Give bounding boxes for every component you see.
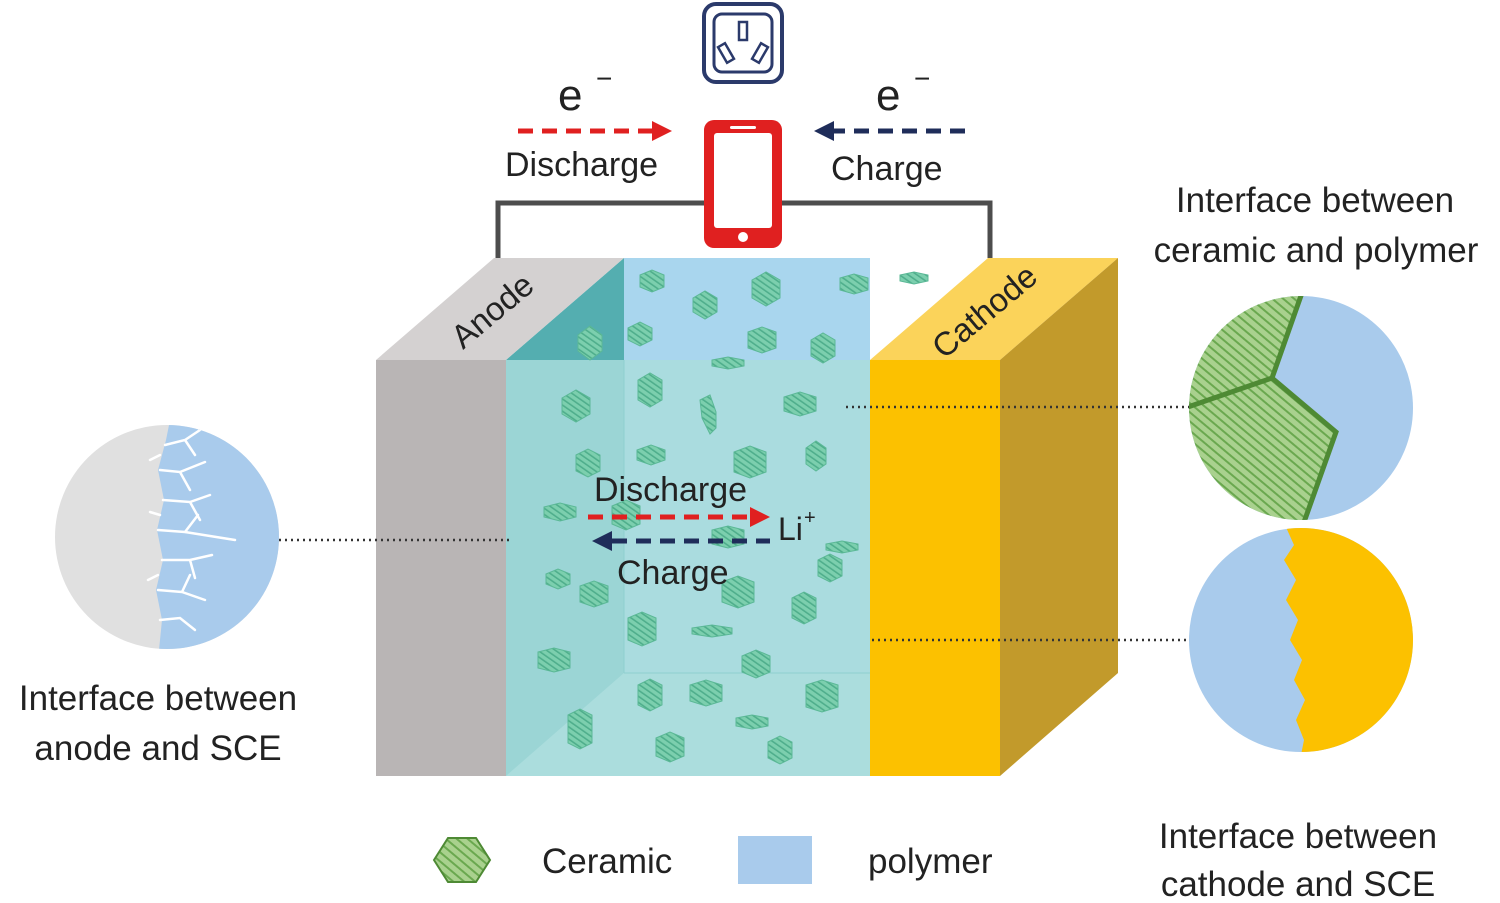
- callout-lines: [279, 405, 1189, 642]
- cathode-sce-interface-circle: [1189, 528, 1413, 752]
- anode-front-face: [376, 360, 506, 776]
- electron-label-right: e: [876, 71, 900, 120]
- cathode-interface-caption: Interface between cathode and SCE: [1159, 817, 1437, 903]
- ion-flow: Discharge Li + Charge: [588, 471, 816, 592]
- ceramic-particles: [537, 269, 929, 765]
- ceramic-legend-icon: [432, 837, 492, 883]
- ceramic-legend-label: Ceramic: [542, 842, 672, 881]
- anode-sce-interface-circle: [55, 425, 279, 649]
- ceramic-interface-caption: Interface between ceramic and polymer: [1154, 181, 1479, 270]
- anode-interface-line2: anode and SCE: [34, 729, 281, 768]
- ceramic-interface-line1: Interface between: [1176, 181, 1454, 220]
- power-outlet-icon: [702, 2, 784, 84]
- electron-sup-right: −: [914, 63, 930, 94]
- ion-charge-label: Charge: [617, 554, 729, 592]
- cathode-interface-line2: cathode and SCE: [1161, 865, 1435, 903]
- charge-label-top: Charge: [831, 150, 943, 188]
- ion-discharge-label: Discharge: [594, 471, 747, 509]
- cathode-front-face: [870, 360, 1000, 776]
- discharge-label-top: Discharge: [505, 146, 658, 184]
- battery-cell: Anode Cathode Discharge Li + Charge: [376, 257, 1118, 776]
- smartphone-icon: [704, 120, 782, 248]
- circuit-wire: [495, 200, 993, 258]
- anode-interface-line1: Interface between: [19, 679, 297, 718]
- ion-sup: +: [804, 507, 816, 529]
- cathode-interface-line1: Interface between: [1159, 817, 1437, 856]
- ceramic-interface-line2: ceramic and polymer: [1154, 231, 1479, 270]
- anode-interface-caption: Interface between anode and SCE: [19, 679, 297, 768]
- cathode-top-face: [870, 258, 1118, 360]
- cathode-side-face: [1000, 258, 1118, 776]
- ion-label: Li: [778, 511, 803, 547]
- electron-sup-left: −: [596, 63, 612, 94]
- electron-flow-left: e − Discharge: [505, 63, 672, 184]
- polymer-legend-swatch: [738, 836, 812, 884]
- legend: Ceramic polymer: [432, 836, 993, 884]
- polymer-legend-label: polymer: [868, 842, 993, 881]
- ceramic-polymer-interface-circle: [1189, 296, 1413, 520]
- electron-flow-right: e − Charge: [814, 63, 970, 188]
- electron-label-left: e: [558, 71, 582, 120]
- anode-top-face: [376, 258, 624, 360]
